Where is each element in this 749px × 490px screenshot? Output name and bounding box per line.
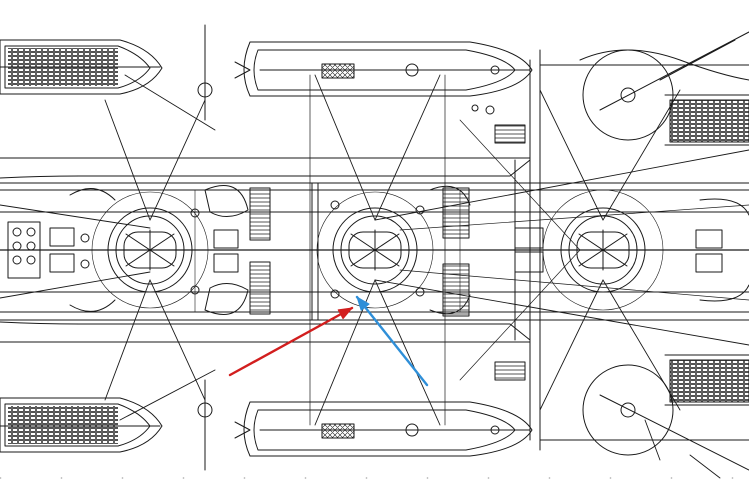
red-arrow-head: [337, 307, 353, 320]
boats-bottom: [0, 354, 749, 479]
rigging-lines: [0, 74, 749, 479]
red-arrow: [228, 306, 354, 377]
funnel-rings: [91, 189, 664, 311]
blue-arrow-shaft: [355, 295, 429, 387]
boats-top: [0, 24, 749, 146]
blue-arrow: [355, 295, 429, 387]
red-arrow-shaft: [228, 306, 354, 377]
blue-arrow-head: [356, 296, 370, 311]
annotation-arrows: [228, 295, 429, 387]
deck-fittings: [7, 104, 749, 317]
